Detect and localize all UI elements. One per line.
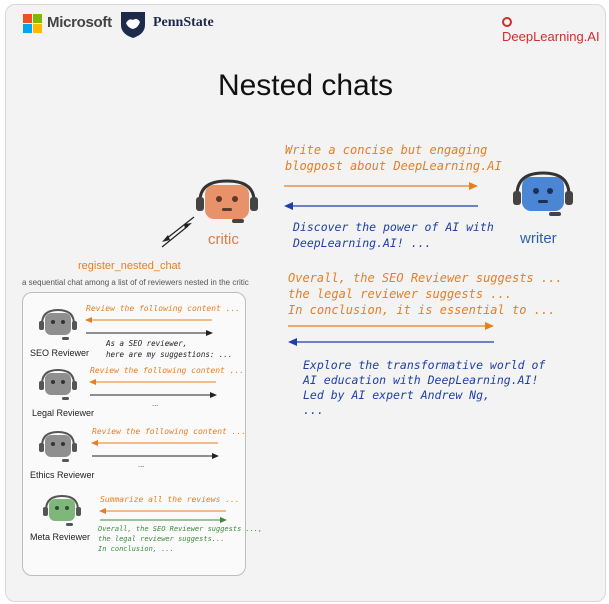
seo-reply-line-2: here are my suggestions: ... [106,350,233,359]
feedback-line-1: Overall, the SEO Reviewer suggests ... [288,271,563,285]
request-line-2: blogpost about DeepLearning.AI [285,159,502,173]
microsoft-logo-icon [23,14,42,33]
feedback-line-2: the legal reviewer suggests ... [288,287,512,301]
deeplearning-label: DeepLearning.AI [502,29,600,44]
meta-reply-line-1: Overall, the SEO Reviewer suggests ..., [98,525,263,533]
meta-request: Summarize all the reviews ... [100,495,240,504]
slide: Microsoft PennState DeepLearning.AI Nest… [5,4,606,602]
seo-request: Review the following content ... [86,304,241,313]
seo-reply-arrow-icon [86,330,213,336]
revision-arrow-icon [288,338,494,346]
writer-label: writer [520,230,557,247]
meta-reviewer-robot-icon [43,494,81,526]
legal-reviewer-robot-icon [39,368,77,400]
seo-request-arrow-icon [85,317,212,323]
sequential-note: a sequential chat among a list of of rev… [22,278,249,287]
meta-request-arrow-icon [99,508,226,514]
revision-line-2: AI education with DeepLearning.AI! [303,373,539,387]
ethics-reply-arrow-icon [92,453,219,459]
ethics-reviewer-robot-icon [39,430,77,462]
ethics-reviewer-label: Ethics Reviewer [30,470,95,480]
critic-robot-icon [196,179,258,223]
seo-reviewer-label: SEO Reviewer [30,348,90,358]
revision-line-3: Led by AI expert Andrew Ng, [303,388,490,402]
legal-reviewer-label: Legal Reviewer [32,408,95,418]
critic-label: critic [208,231,239,248]
feedback-line-3: In conclusion, it is essential to ... [288,303,556,317]
pennstate-shield-icon [121,12,145,38]
meta-reply-arrow-icon [100,517,227,523]
ethics-reply: ... [138,460,145,469]
seo-reply-line-1: As a SEO reviewer, [106,339,188,348]
draft-line-2: DeepLearning.AI! ... [293,236,432,250]
legal-request-arrow-icon [89,379,216,385]
microsoft-label: Microsoft [47,14,112,31]
legal-reply-arrow-icon [90,392,217,398]
request-line-1: Write a concise but engaging [285,143,488,157]
revision-line-1: Explore the transformative world of [303,358,546,372]
revision-line-4: ... [303,403,324,417]
feedback-arrow-icon [288,322,494,330]
nested-chat-panel [22,292,246,576]
pennstate-label: PennState [153,15,214,30]
writer-robot-icon [513,171,573,216]
deeplearning-logo: DeepLearning.AI [502,14,605,44]
register-nested-chat-label: register_nested_chat [78,260,181,272]
deeplearning-icon [502,17,512,27]
nested-link-arrows-icon [161,216,195,248]
meta-reviewer-label: Meta Reviewer [30,532,91,542]
draft-line-1: Discover the power of AI with [293,220,494,234]
meta-reply-line-3: In conclusion, ... [98,545,174,553]
request-arrow-icon [284,182,478,190]
meta-reply-line-2: the legal reviewer suggests... [98,535,225,543]
draft-arrow-icon [284,202,478,210]
ethics-request-arrow-icon [91,440,218,446]
legal-reply: ... [152,399,159,408]
legal-request: Review the following content ... [90,366,245,375]
page-title: Nested chats [217,69,394,102]
seo-reviewer-robot-icon [39,308,77,340]
ethics-request: Review the following content ... [92,427,247,436]
